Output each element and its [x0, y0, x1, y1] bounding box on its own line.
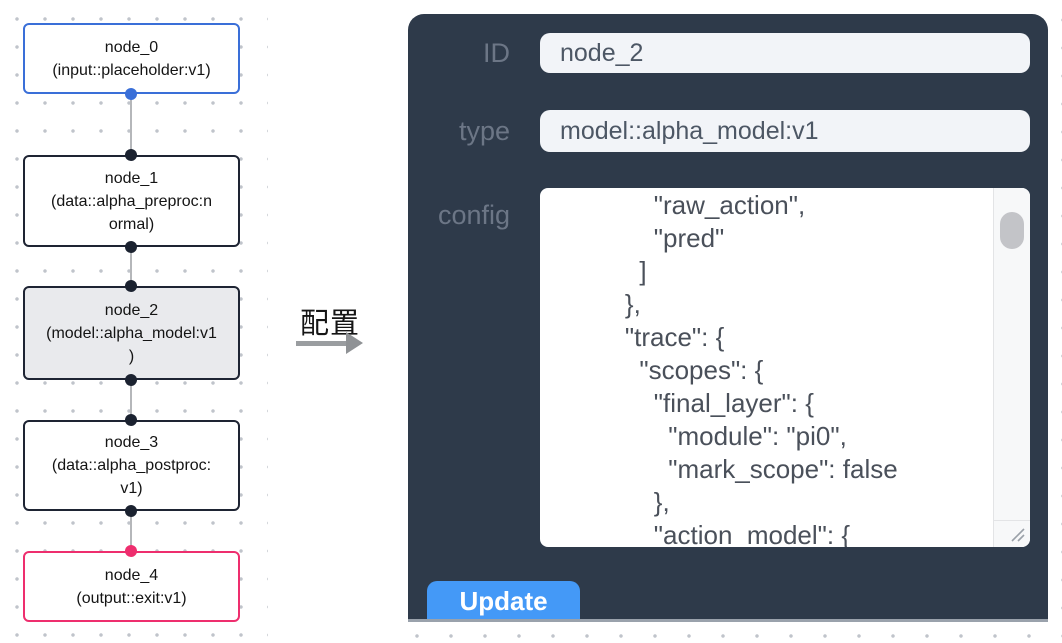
node-type-line: (output::exit:v1): [76, 589, 187, 607]
resize-handle-icon[interactable]: [993, 520, 1030, 547]
node-title: node_3: [104, 434, 159, 451]
type-field-label: type: [458, 116, 510, 146]
config-field-label: config: [437, 200, 510, 230]
node-title: node_1: [104, 169, 159, 187]
output-port-node_3[interactable]: [125, 505, 137, 517]
output-port-node_0[interactable]: [125, 88, 137, 100]
node-type-line: (input::placeholder:v1): [52, 61, 211, 79]
input-port-node_2[interactable]: [125, 280, 137, 292]
node-config-panel: ID type config "raw_action", "pred" ] },…: [408, 14, 1048, 622]
node-type-line: (model::alpha_model:v1: [46, 324, 217, 342]
id-input[interactable]: [540, 33, 1030, 73]
flow-node-node_4[interactable]: node_4 (output::exit:v1): [23, 551, 240, 622]
node-type-line: v1): [120, 480, 143, 497]
input-port-node_1[interactable]: [125, 149, 137, 161]
node-title: node_2: [104, 301, 159, 319]
edge-node_2-node_3: [130, 380, 132, 420]
edge-node_3-node_4: [130, 511, 132, 551]
edge-node_0-node_1: [130, 94, 132, 155]
config-json-text: "raw_action", "pred" ] }, "trace": { "sc…: [624, 190, 898, 547]
node-type-line: (data::alpha_postproc:: [51, 457, 212, 474]
flow-node-node_1[interactable]: node_1 (data::alpha_preproc:n ormal): [23, 155, 240, 247]
node-title: node_4: [104, 566, 159, 584]
output-port-node_2[interactable]: [125, 374, 137, 386]
edge-node_1-node_2: [130, 247, 132, 286]
node-type-line: ormal): [108, 215, 155, 233]
scrollbar-track[interactable]: [993, 188, 1030, 520]
id-field-label: ID: [483, 38, 510, 68]
node-type-line: (data::alpha_preproc:n: [51, 192, 212, 210]
scrollbar-thumb[interactable]: [1000, 212, 1024, 249]
output-port-node_1[interactable]: [125, 241, 137, 253]
config-textarea[interactable]: "raw_action", "pred" ] }, "trace": { "sc…: [540, 188, 1030, 547]
node-type-line: ): [128, 347, 135, 365]
update-button[interactable]: Update: [427, 581, 580, 619]
input-port-node_3[interactable]: [125, 414, 137, 426]
input-port-node_4[interactable]: [125, 545, 137, 557]
flow-node-node_2-selected[interactable]: node_2 (model::alpha_model:v1 ): [23, 286, 240, 380]
node-title: node_0: [104, 38, 159, 56]
flow-canvas[interactable]: node_0 (input::placeholder:v1) node_1 (d…: [0, 0, 268, 643]
type-input[interactable]: [540, 110, 1030, 152]
flow-node-node_0[interactable]: node_0 (input::placeholder:v1): [23, 23, 240, 94]
flow-node-node_3[interactable]: node_3 (data::alpha_postproc: v1): [23, 420, 240, 511]
